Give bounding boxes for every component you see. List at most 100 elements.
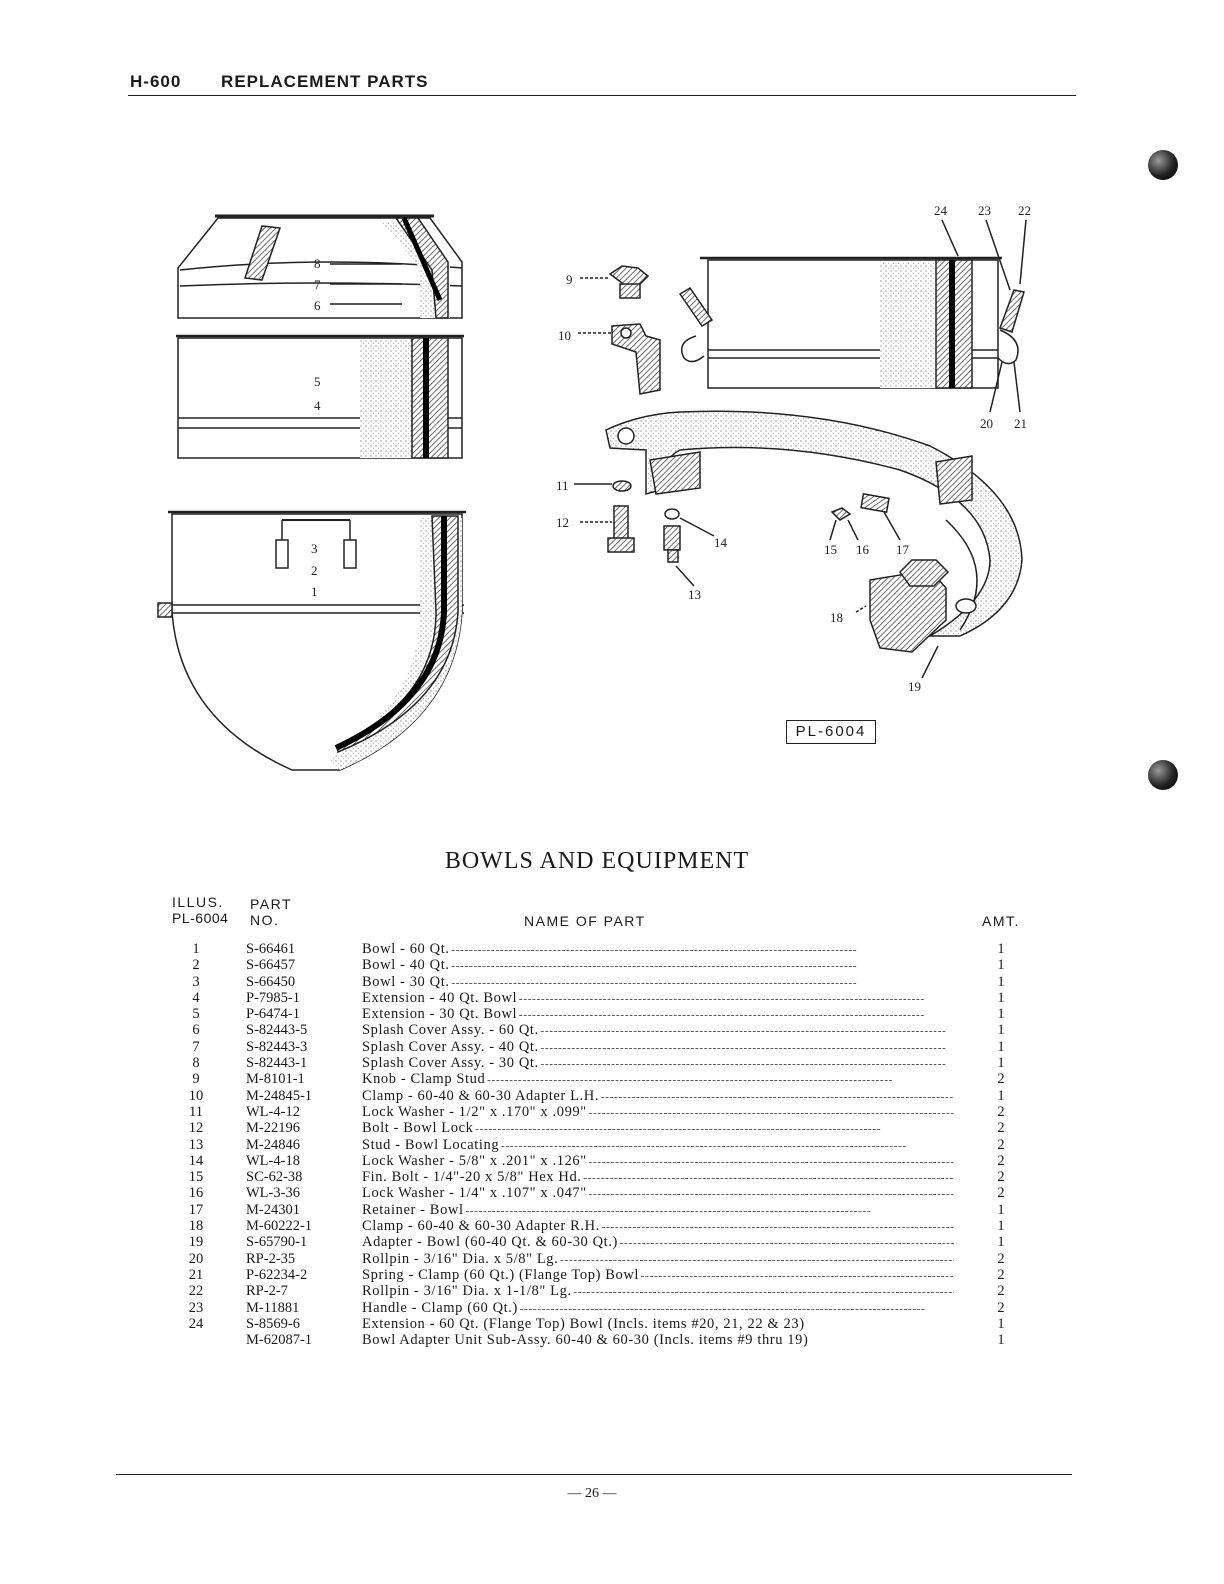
col-header-amt: AMT.	[982, 913, 1020, 929]
part-number: M-11881	[246, 1299, 300, 1316]
binder-hole-top	[1148, 150, 1178, 180]
callout-4: 4	[314, 398, 321, 413]
callout-6: 6	[314, 298, 321, 313]
part-name: Extension - 30 Qt. Bowl	[362, 1006, 954, 1023]
col-header-part-line1: PART	[250, 896, 293, 912]
illus-number: 21	[188, 1266, 204, 1283]
page-number: — 26 —	[567, 1486, 617, 1501]
part-number: WL-3-36	[246, 1185, 300, 1202]
part-name: Fin. Bolt - 1/4"-20 x 5/8" Hex Hd.	[362, 1169, 954, 1186]
callout-23: 23	[978, 203, 991, 218]
part-number: S-66461	[246, 941, 296, 957]
callout-8: 8	[314, 256, 321, 271]
col-header-illus-line1: ILLUS.	[172, 894, 224, 910]
callout-15: 15	[824, 542, 837, 557]
illus-number: 17	[188, 1201, 204, 1218]
part-number: M-62087-1	[246, 1332, 313, 1349]
part-number: M-60222-1	[246, 1218, 313, 1235]
part-name: Extension - 40 Qt. Bowl	[362, 990, 954, 1007]
illus-number: 10	[188, 1087, 204, 1104]
callout-16: 16	[856, 542, 870, 557]
callout-22: 22	[1018, 203, 1031, 218]
part-name: Clamp - 60-40 & 60-30 Adapter R.H.	[362, 1218, 954, 1235]
illus-number: 16	[188, 1185, 204, 1202]
illus-number: 11	[189, 1103, 203, 1120]
bowl-locating-stud	[663, 525, 681, 551]
illus-number: 15	[188, 1169, 204, 1186]
part-name: Rollpin - 3/16" Dia. x 1-1/8" Lg.	[362, 1283, 954, 1300]
illus-number: 12	[188, 1120, 204, 1137]
table-row: 20 RP-2-35 Rollpin - 3/16" Dia. x 5/8" Lg.…	[160, 1251, 1040, 1267]
illus-number: 22	[188, 1283, 204, 1300]
part-number: P-62234-2	[246, 1266, 308, 1283]
manual-code: H-600	[130, 72, 182, 91]
part-amount: 2	[997, 1185, 1005, 1202]
clamp-knob	[608, 265, 650, 287]
part-amount: 1	[997, 1234, 1005, 1251]
callout-14: 14	[714, 535, 728, 550]
illus-number: 8	[192, 1055, 200, 1072]
part-number: M-24846	[246, 1136, 300, 1153]
illus-number: 20	[188, 1250, 204, 1267]
part-amount: 2	[997, 1120, 1005, 1137]
part-name: Lock Washer - 1/2" x .170" x .099"	[362, 1104, 954, 1121]
illus-number: 13	[188, 1136, 204, 1153]
table-row: 12 M-22196 Bolt - Bowl Lock 2	[160, 1120, 1040, 1136]
part-name: Bowl - 30 Qt.	[362, 974, 954, 991]
part-number: P-7985-1	[246, 989, 300, 1006]
part-amount: 2	[997, 1283, 1005, 1300]
part-number: S-65790-1	[246, 1234, 308, 1251]
part-name: Bowl - 40 Qt.	[362, 957, 954, 974]
callout-17: 17	[896, 542, 910, 557]
callout-2: 2	[311, 563, 318, 578]
part-number: S-82443-5	[246, 1022, 308, 1039]
part-amount: 2	[997, 1250, 1005, 1267]
part-name: Bolt - Bowl Lock	[362, 1120, 954, 1137]
illus-number: 2	[192, 957, 200, 974]
illus-number: 18	[188, 1218, 204, 1235]
col-header-illus-line2: PL-6004	[172, 910, 229, 926]
callout-10: 10	[558, 328, 571, 343]
illus-number: 3	[192, 973, 200, 990]
part-name: Knob - Clamp Stud	[362, 1071, 954, 1088]
callout-13: 13	[688, 587, 701, 602]
part-name: Stud - Bowl Locating	[362, 1137, 954, 1154]
part-number: M-24301	[246, 1201, 300, 1218]
part-amount: 1	[997, 1006, 1005, 1023]
binder-hole-middle	[1148, 760, 1178, 790]
part-number: RP-2-35	[246, 1250, 296, 1267]
part-number: P-6474-1	[246, 1006, 300, 1023]
section-title: BOWLS AND EQUIPMENT	[444, 848, 750, 874]
part-number: WL-4-12	[246, 1103, 300, 1120]
part-name: Retainer - Bowl	[362, 1202, 954, 1219]
part-number: SC-62-38	[246, 1169, 303, 1186]
callout-1: 1	[311, 584, 318, 599]
table-row: 13 M-24846 Stud - Bowl Locating 2	[160, 1137, 1040, 1153]
part-amount: 1	[997, 973, 1005, 990]
table-row: 11 WL-4-12 Lock Washer - 1/2" x .170" x .0…	[160, 1104, 1040, 1120]
part-number: M-22196	[246, 1120, 300, 1137]
lock-washer-11	[612, 480, 632, 492]
part-name: Clamp - 60-40 & 60-30 Adapter L.H.	[362, 1088, 954, 1105]
part-name: Rollpin - 3/16" Dia. x 5/8" Lg.	[362, 1251, 954, 1268]
clamp-left	[611, 323, 661, 395]
callout-12: 12	[556, 515, 569, 530]
illus-number: 1	[192, 941, 200, 957]
col-header-part: PART NO.	[250, 896, 292, 928]
part-amount: 2	[997, 1136, 1005, 1153]
part-name: Bowl Adapter Unit Sub-Assy. 60-40 & 60-3…	[362, 1332, 809, 1349]
illus-number: 4	[192, 989, 200, 1006]
part-number: S-66450	[246, 973, 296, 990]
part-number: M-24845-1	[246, 1087, 313, 1104]
